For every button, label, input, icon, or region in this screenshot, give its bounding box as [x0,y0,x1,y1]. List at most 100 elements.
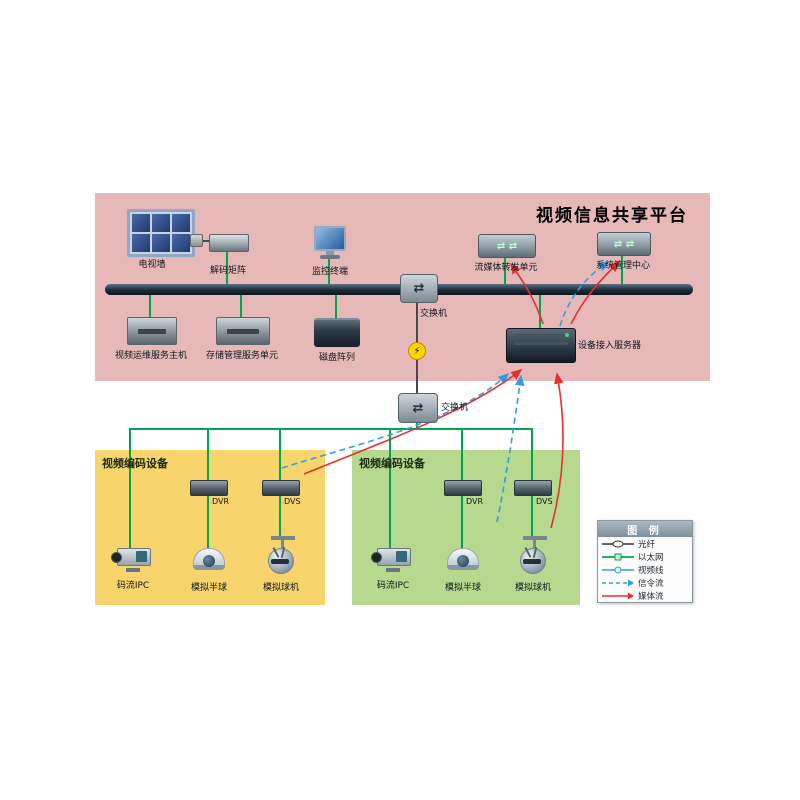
dvs-left-label: DVS [284,497,301,506]
monitor-screen [314,226,346,251]
system-mgmt-center-icon: ⇄ ⇄ [597,232,651,256]
accessserver-bus-line [539,295,541,328]
ipc-camera-left-icon [110,548,152,574]
video-connector-icon [190,234,203,247]
tv-wall-icon [127,209,195,257]
stream-unit-label: 流媒体转发单元 [474,263,538,273]
tv-cell [132,234,150,252]
ptz-mount [271,536,295,540]
legend-title: 图 例 [598,521,692,537]
stream-forward-unit-icon: ⇄ ⇄ [478,234,536,258]
ptz-lens-band [523,559,541,564]
ptz-lens-band [271,559,289,564]
ipc-screen [396,551,407,562]
ipc-lens [111,552,122,563]
top-switch-label: 交换机 [420,309,448,319]
dome-base [447,565,479,570]
dvs-ball-left-line [279,494,281,536]
mgmtcenter-bus-line [621,254,623,286]
ipc-left-line [129,428,131,548]
ptz-left-label: 模拟球机 [262,583,300,593]
server-stripe [137,328,167,334]
legend: 图 例 光纤 以太网 视频线 [597,520,693,603]
storage-unit-icon [216,317,270,345]
legend-label: 信令流 [638,578,664,589]
ipc-right-line [389,428,391,548]
monitor-foot [320,255,340,259]
top-switch-icon: ⇄ [400,274,438,303]
dome-camera-left-icon [193,548,225,574]
storage-unit-label: 存储管理服务单元 [205,351,279,361]
media-flow-icon [602,592,634,599]
ipc-base [126,568,140,572]
diskarray-bus-line [335,295,337,318]
storage-bus-line [240,295,242,317]
ethernet-line-icon [602,553,634,560]
streamunit-bus-line [504,256,506,286]
legend-label: 媒体流 [638,591,664,602]
decoder-label: 解码矩阵 [209,266,247,276]
mid-switch-icon: ⇄ [398,393,438,423]
dvr-dome-right-line [461,494,463,548]
legend-label: 光纤 [638,539,656,550]
tv-wall-label: 电视墙 [138,260,166,270]
ipc-base [386,568,400,572]
legend-label: 以太网 [638,552,664,563]
disk-array-label: 磁盘阵列 [318,353,356,363]
lightning-icon: ⚡ [408,342,426,360]
tv-cell [152,214,170,232]
dvr-left-label: DVR [212,497,230,506]
dvr-left-line [207,428,209,480]
tv-cell [152,234,170,252]
distribution-line [129,428,533,430]
ptz-camera-right-icon [515,534,549,580]
monitor-neck [326,251,334,255]
legend-item-video: 视频线 [598,563,692,576]
ipc-lens [371,552,382,563]
ptz-antenna [524,547,532,558]
dome-lens [203,555,215,567]
disk-array-icon [314,318,360,347]
dome-lens [457,555,469,567]
dvr-right-line [461,428,463,480]
ops-host-label: 视频运维服务主机 [114,351,188,361]
video-line-icon [602,566,634,573]
fiber-line-icon [602,540,634,547]
ipc-body [371,548,411,566]
dvs-right-line [531,428,533,480]
mid-switch-label: 交换机 [441,403,469,413]
ptz-right-label: 模拟球机 [514,583,552,593]
dome-base [193,565,225,570]
dvs-right-icon [514,480,552,496]
terminal-bus-line [328,258,330,286]
server-slot [514,342,568,345]
tv-cell [172,214,190,232]
dvr-right-label: DVR [466,497,484,506]
legend-item-fiber: 光纤 [598,537,692,550]
dvr-left-icon [190,480,228,496]
fiber-backbone-bus [105,284,693,295]
ptz-antenna [532,546,538,559]
decoder-bus-line [226,250,228,286]
encoder-zone-left [95,450,325,605]
legend-label: 视频线 [638,565,664,576]
monitor-terminal-icon [313,226,347,260]
ipc-screen [136,551,147,562]
server-led [565,333,569,337]
dvs-left-line [279,428,281,480]
ptz-antenna [280,546,286,559]
ptz-arm [533,540,536,548]
ipc-right-label: 码流IPC [376,581,410,591]
dome-right-label: 模拟半球 [444,583,482,593]
access-server-label: 设备接入服务器 [578,341,642,351]
tv-cell [132,214,150,232]
legend-item-ethernet: 以太网 [598,550,692,563]
dvs-ball-right-line [531,494,533,536]
ipc-body [111,548,151,566]
ptz-arm [281,540,284,548]
legend-item-signal: 信令流 [598,576,692,589]
dome-top [193,548,225,567]
server-stripe [227,328,259,334]
access-server-icon [506,328,576,363]
